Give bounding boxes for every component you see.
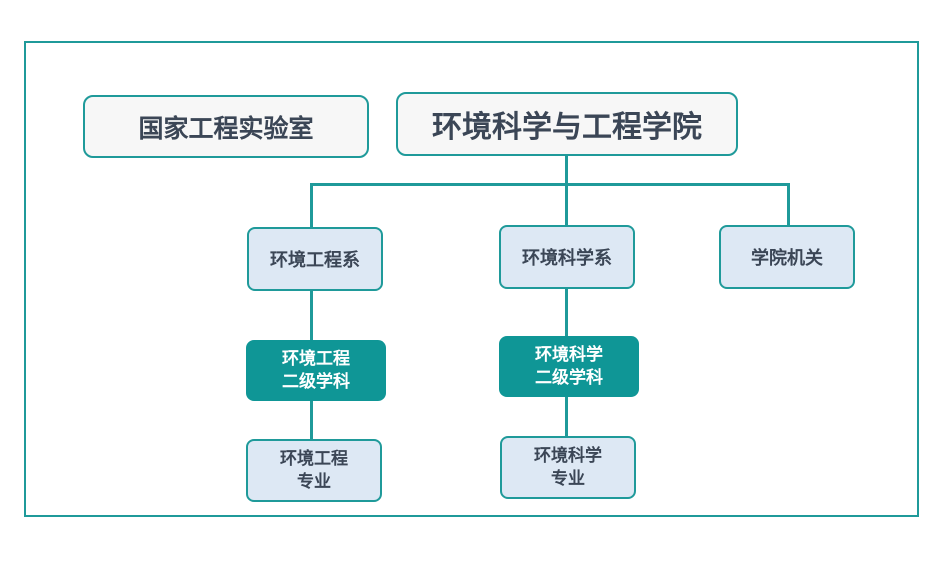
connector-discipline1-major xyxy=(310,400,313,440)
discipline-line-2: 二级学科 xyxy=(282,371,350,392)
connector-dept1-up xyxy=(310,183,313,229)
connector-dept3-up xyxy=(787,183,790,227)
major-node-env-engineering: 环境工程 专业 xyxy=(246,439,382,502)
discipline-line-2: 二级学科 xyxy=(535,367,603,388)
major-node-env-science: 环境科学 专业 xyxy=(500,436,636,499)
department-node-admin: 学院机关 xyxy=(719,225,855,289)
diagram-frame xyxy=(24,41,919,517)
major-line-1: 环境科学 xyxy=(534,445,602,466)
major-line-2: 专业 xyxy=(297,471,331,492)
major-line-1: 环境工程 xyxy=(280,448,348,469)
connector-dept2-discipline xyxy=(565,287,568,338)
discipline-node-env-engineering: 环境工程 二级学科 xyxy=(246,340,386,401)
lab-node: 国家工程实验室 xyxy=(83,95,369,158)
discipline-node-env-science: 环境科学 二级学科 xyxy=(499,336,639,397)
connector-dept2-up xyxy=(565,183,568,227)
connector-horizontal xyxy=(310,183,790,186)
connector-college-down xyxy=(565,155,568,186)
college-node: 环境科学与工程学院 xyxy=(396,92,738,156)
discipline-line-1: 环境工程 xyxy=(282,348,350,369)
department-node-env-science: 环境科学系 xyxy=(499,225,635,289)
major-line-2: 专业 xyxy=(551,468,585,489)
connector-discipline2-major xyxy=(565,396,568,438)
discipline-line-1: 环境科学 xyxy=(535,344,603,365)
connector-dept1-discipline xyxy=(310,289,313,341)
department-node-env-engineering: 环境工程系 xyxy=(247,227,383,291)
